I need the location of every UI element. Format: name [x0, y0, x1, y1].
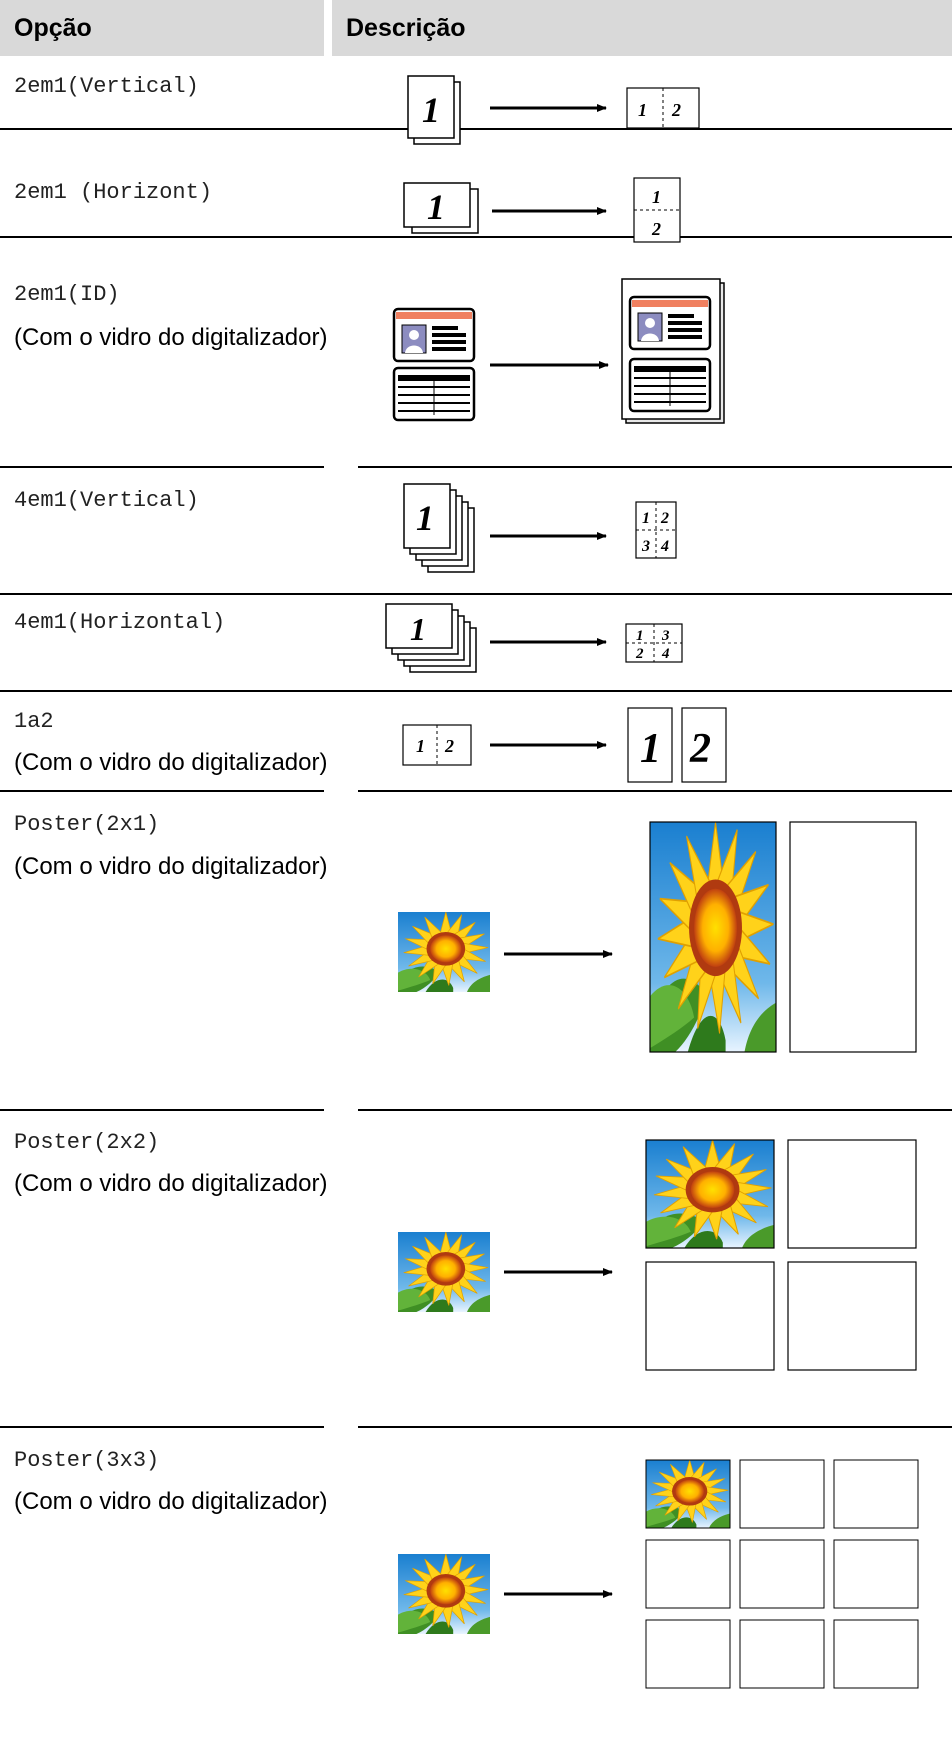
split-page-icon: 1 2 [626, 87, 700, 129]
svg-text:3: 3 [661, 628, 670, 644]
svg-text:4: 4 [660, 538, 669, 555]
option-note: (Com o vidro do digitalizador) [14, 749, 328, 776]
option-poster-2x2: Poster(2x2) [14, 1130, 160, 1155]
row-divider [358, 790, 952, 792]
row-divider [358, 1426, 952, 1428]
split-page-icon: 1 2 3 4 [635, 501, 677, 559]
poster-tile [787, 1261, 917, 1371]
1to2-illustration: 1 2 1 2 [402, 707, 727, 783]
2in1-horizontal-illustration: 1 1 2 [403, 177, 681, 243]
poster-tile [833, 1619, 919, 1689]
row-divider [0, 1109, 324, 1111]
poster-tile [645, 1139, 775, 1249]
svg-text:1: 1 [652, 187, 661, 207]
table-header-option-cell: Opção [0, 0, 324, 56]
poster-tile [645, 1261, 775, 1371]
sunflower-photo-icon [393, 1232, 491, 1312]
poster-tile [645, 1539, 731, 1609]
4in1-vertical-illustration: 1 1 2 3 4 [403, 483, 677, 573]
row-divider [358, 1109, 952, 1111]
poster-3x3-illustration [390, 1459, 919, 1689]
header-option: Opção [14, 14, 92, 42]
option-note: (Com o vidro do digitalizador) [14, 853, 328, 880]
svg-text:2: 2 [671, 100, 681, 120]
option-note: (Com o vidro do digitalizador) [14, 1488, 328, 1515]
svg-text:1: 1 [422, 90, 440, 130]
svg-text:1: 1 [416, 498, 434, 538]
row-divider [0, 593, 952, 595]
option-4in1-vertical: 4em1(Vertical) [14, 488, 199, 513]
output-pages-icon: 1 2 [627, 707, 727, 783]
option-1to2: 1a2 [14, 709, 54, 734]
svg-text:1: 1 [427, 187, 445, 227]
option-2in1-horizontal: 2em1 (Horizont) [14, 180, 213, 205]
poster-tile-right [789, 821, 917, 1053]
svg-text:1: 1 [410, 611, 426, 647]
header-description: Descrição [346, 14, 466, 42]
row-divider [0, 1426, 324, 1428]
poster-tile [645, 1619, 731, 1689]
2in1-vertical-illustration: 1 1 2 [407, 75, 700, 145]
svg-text:1: 1 [416, 736, 425, 756]
poster-tile [833, 1459, 919, 1529]
stacked-page-icon: 1 [403, 483, 475, 573]
svg-text:4: 4 [661, 646, 670, 662]
svg-text:2: 2 [444, 736, 454, 756]
svg-text:1: 1 [636, 628, 644, 644]
option-note: (Com o vidro do digitalizador) [14, 1170, 328, 1197]
svg-text:2: 2 [689, 726, 711, 772]
2in1-id-illustration [392, 278, 725, 424]
svg-text:2: 2 [660, 510, 669, 527]
sunflower-photo-icon [393, 912, 491, 992]
option-2in1-id: 2em1(ID) [14, 282, 120, 307]
poster-tile [739, 1459, 825, 1529]
split-page-icon: 1 3 2 4 [625, 623, 683, 663]
option-4in1-horizontal: 4em1(Horizontal) [14, 610, 226, 635]
row-divider [0, 236, 952, 238]
poster-tile [739, 1619, 825, 1689]
4in1-horizontal-illustration: 1 1 3 2 4 [385, 603, 683, 673]
svg-text:1: 1 [642, 510, 650, 527]
row-divider [358, 466, 952, 468]
poster-tile [645, 1459, 731, 1529]
option-poster-2x1: Poster(2x1) [14, 812, 160, 837]
stacked-page-icon: 1 [407, 75, 461, 145]
poster-tile-left [649, 821, 777, 1053]
id-copy-page-icon [621, 278, 725, 424]
sunflower-photo-icon [393, 1554, 491, 1634]
stacked-page-icon: 1 [403, 182, 479, 234]
row-divider [0, 466, 324, 468]
id-card-icon [392, 307, 476, 422]
option-2in1-vertical: 2em1(Vertical) [14, 74, 199, 99]
poster-tile [833, 1539, 919, 1609]
row-divider [0, 690, 952, 692]
table-header-description-cell: Descrição [332, 0, 952, 56]
option-note: (Com o vidro do digitalizador) [14, 324, 328, 351]
svg-text:3: 3 [641, 538, 650, 555]
row-divider [0, 790, 324, 792]
split-page-icon: 1 2 [633, 177, 681, 243]
row-divider [0, 128, 952, 130]
option-poster-3x3: Poster(3x3) [14, 1448, 160, 1473]
poster-tile [787, 1139, 917, 1249]
svg-text:2: 2 [651, 219, 661, 239]
poster-2x2-illustration [390, 1139, 917, 1371]
svg-text:1: 1 [638, 100, 647, 120]
poster-2x1-illustration [390, 821, 917, 1053]
poster-tile [739, 1539, 825, 1609]
stacked-page-icon: 1 [385, 603, 477, 673]
split-page-icon: 1 2 [402, 724, 472, 766]
svg-text:1: 1 [640, 726, 661, 772]
svg-text:2: 2 [635, 646, 644, 662]
